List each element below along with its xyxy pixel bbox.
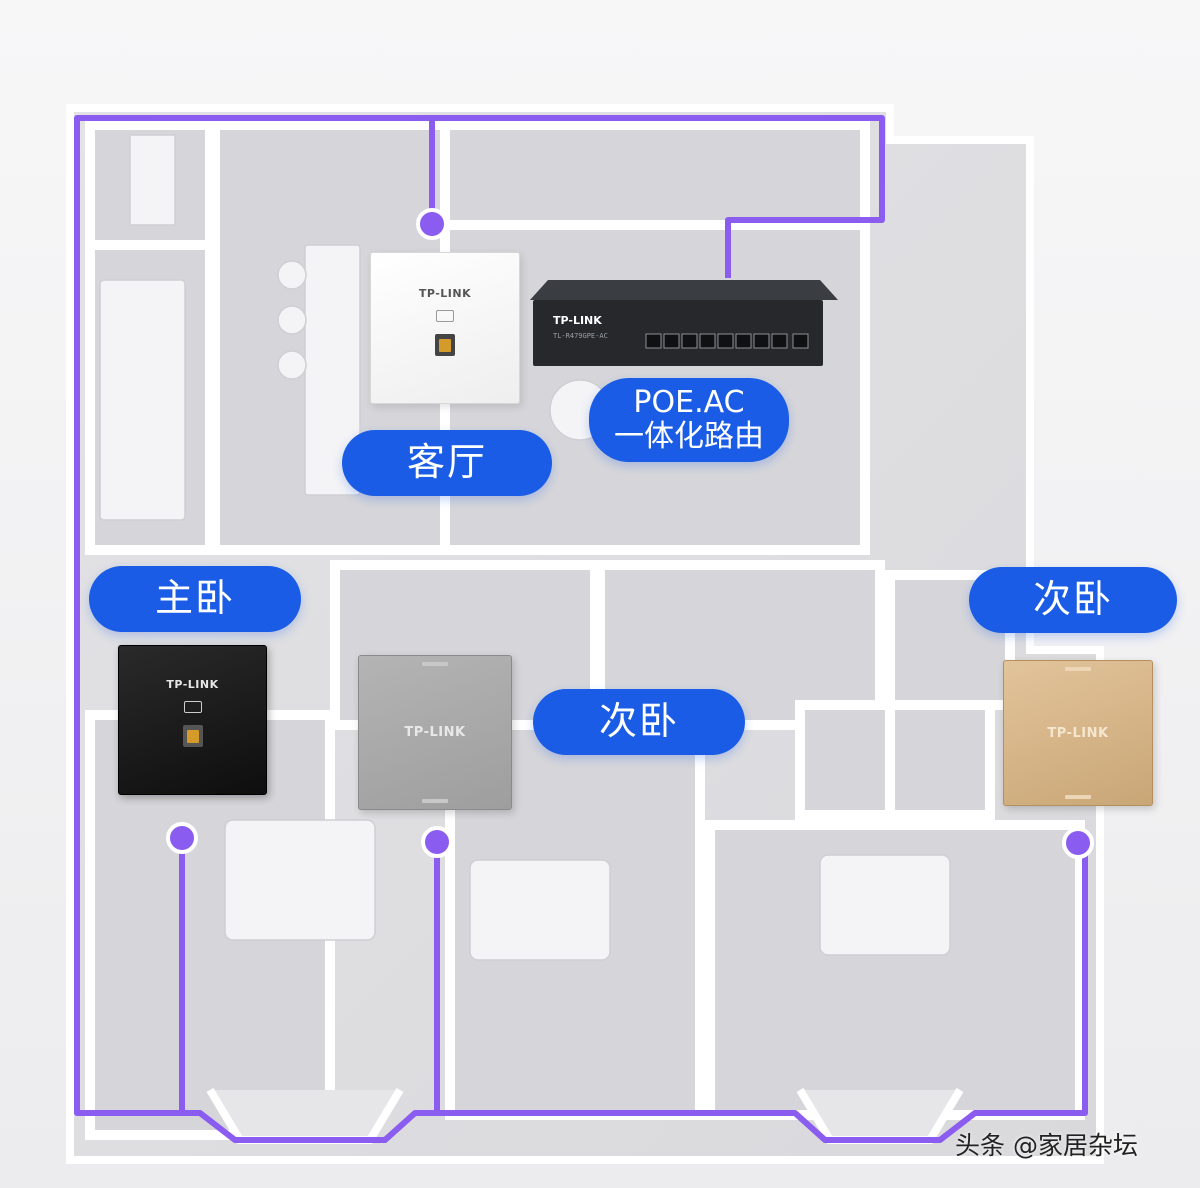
label-master-bedroom-text: 主卧	[154, 576, 235, 621]
router-port	[753, 333, 770, 349]
label-router-text: POE.AC 一体化路由	[614, 384, 764, 455]
ethernet-port-icon	[435, 334, 455, 356]
bed-master	[224, 819, 376, 941]
bay-window-left	[206, 1087, 404, 1144]
stair-steps	[129, 134, 176, 226]
cable-top-right	[432, 115, 885, 278]
room-bath-right-2	[885, 700, 995, 820]
bed-center	[469, 859, 611, 961]
stool	[277, 350, 307, 380]
router-port	[792, 333, 809, 349]
router-model: TL-R479GPE-AC	[553, 332, 608, 340]
bed-right	[819, 854, 951, 956]
label-living-room: 客厅	[342, 430, 552, 496]
router-ports	[645, 333, 809, 349]
router-port	[717, 333, 734, 349]
router-top	[530, 280, 838, 300]
ap-panel-white: TP-LINK	[370, 252, 520, 404]
router-port	[681, 333, 698, 349]
room-bath-right-1	[795, 700, 895, 820]
router-port	[645, 333, 662, 349]
label-router-line2: 一体化路由	[614, 419, 764, 454]
stool	[277, 260, 307, 290]
bathtub	[99, 279, 186, 521]
router-brand: TP-LINK	[553, 314, 602, 327]
panel-notch-icon	[422, 799, 448, 803]
ap-panel-gold: TP-LINK	[1003, 660, 1153, 806]
endpoint-center-bedroom	[421, 826, 453, 858]
panel-notch-icon	[1065, 667, 1091, 671]
ap-panel-brand: TP-LINK	[404, 725, 466, 740]
router-front	[533, 300, 823, 366]
stool	[277, 305, 307, 335]
endpoint-master	[166, 822, 198, 854]
label-router-line1: POE.AC	[633, 384, 745, 420]
label-master-bedroom: 主卧	[89, 566, 301, 632]
panel-notch-icon	[1065, 795, 1091, 799]
ap-panel-brand: TP-LINK	[418, 287, 472, 300]
ap-panel-gray: TP-LINK	[358, 655, 512, 810]
wifi-led-icon	[436, 310, 454, 322]
cable-endpoints	[166, 208, 1094, 859]
panel-notch-icon	[422, 662, 448, 666]
ap-panel-brand: TP-LINK	[1047, 725, 1109, 741]
ap-panel-brand: TP-LINK	[166, 678, 219, 691]
label-second-bedroom-right: 次卧	[969, 567, 1177, 633]
label-second-bedroom-right-text: 次卧	[1032, 577, 1113, 622]
endpoint-right-bedroom	[1062, 827, 1094, 859]
label-router: POE.AC 一体化路由	[589, 378, 789, 462]
cable-outer-loop	[74, 115, 1088, 1143]
router-port	[699, 333, 716, 349]
ethernet-port-icon	[182, 725, 203, 747]
router-label-area: TP-LINK TL-R479GPE-AC	[533, 278, 823, 368]
label-second-bedroom-center: 次卧	[533, 689, 745, 755]
label-living-room-text: 客厅	[406, 440, 487, 485]
wifi-led-icon	[183, 701, 202, 713]
ap-panel-black: TP-LINK	[118, 645, 267, 795]
room-balcony-top	[440, 120, 870, 230]
router-port	[663, 333, 680, 349]
furniture	[99, 134, 951, 961]
label-second-bedroom-center-text: 次卧	[598, 699, 679, 744]
watermark: 头条 @家居杂坛	[955, 1131, 1138, 1160]
bay-window-right	[796, 1087, 964, 1144]
router-port	[735, 333, 752, 349]
router-device	[530, 280, 838, 366]
router-port	[771, 333, 788, 349]
endpoint-living	[416, 208, 448, 240]
network-cables	[74, 115, 1088, 1143]
